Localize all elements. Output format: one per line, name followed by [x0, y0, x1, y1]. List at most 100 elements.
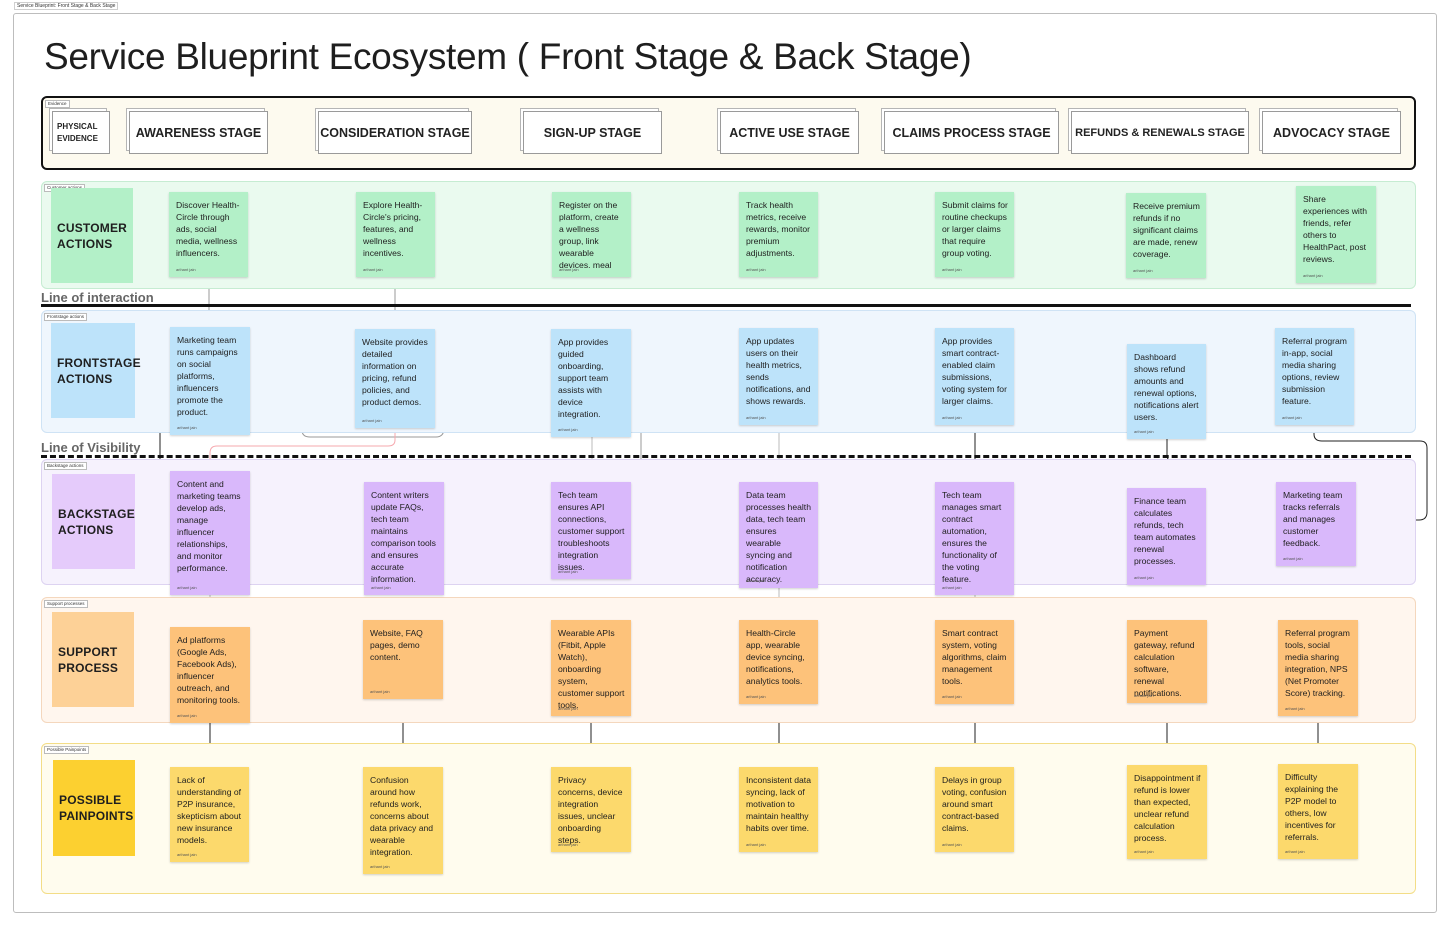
stage-card-7[interactable]: ADVOCACY STAGE	[1262, 111, 1401, 154]
page-tab[interactable]: Service Blueprint: Front Stage & Back St…	[14, 2, 119, 10]
frontstage-note-3[interactable]: App provides guided onboarding, support …	[551, 329, 631, 437]
note-author: arihant jain	[558, 427, 578, 432]
customer-note-1[interactable]: Discover Health-Circle through ads, soci…	[169, 192, 248, 277]
support-note-6[interactable]: Payment gateway, refund calculation soft…	[1127, 620, 1207, 703]
note-author: arihant jain	[1285, 706, 1305, 711]
note-text: Marketing team runs campaigns on social …	[177, 335, 238, 417]
pain-note-5[interactable]: Delays in group voting, confusion around…	[935, 767, 1014, 852]
support-note-7[interactable]: Referral program tools, social media sha…	[1278, 620, 1358, 716]
note-author: arihant jain	[746, 267, 766, 272]
line-of-interaction	[41, 304, 1411, 307]
note-author: arihant jain	[371, 585, 391, 590]
note-text: Discover Health-Circle through ads, soci…	[176, 200, 240, 258]
backstage-note-3[interactable]: Tech team ensures API connections, custo…	[551, 482, 631, 579]
support-note-1[interactable]: Ad platforms (Google Ads, Facebook Ads),…	[170, 627, 250, 723]
note-author: arihant jain	[177, 425, 197, 430]
page-title: Service Blueprint Ecosystem ( Front Stag…	[44, 36, 972, 77]
frontstage-note-7[interactable]: Referral program in-app, social media sh…	[1275, 328, 1354, 425]
connector-line	[209, 428, 396, 471]
backstage-note-5[interactable]: Tech team manages smart contract automat…	[935, 482, 1014, 595]
stage-card-1[interactable]: AWARENESS STAGE	[129, 111, 268, 154]
note-author: arihant jain	[1282, 415, 1302, 420]
note-author: arihant jain	[746, 842, 766, 847]
frontstage-note-2[interactable]: Website provides detailed information on…	[355, 329, 435, 428]
note-text: App updates users on their health metric…	[746, 336, 811, 406]
note-text: Explore Health-Circle's pricing, feature…	[363, 200, 423, 258]
line-of-visibility	[41, 455, 1411, 458]
note-text: Content writers update FAQs, tech team m…	[371, 490, 436, 584]
stage-card-4[interactable]: ACTIVE USE STAGE	[720, 111, 859, 154]
note-text: App provides guided onboarding, support …	[558, 337, 609, 419]
note-text: App provides smart contract-enabled clai…	[942, 336, 1007, 406]
note-author: arihant jain	[746, 415, 766, 420]
frontstage-note-4[interactable]: App updates users on their health metric…	[739, 328, 818, 425]
note-text: Receive premium refunds if no significan…	[1133, 201, 1200, 259]
note-author: arihant jain	[1134, 575, 1154, 580]
pain-note-6[interactable]: Disappointment if refund is lower than e…	[1127, 765, 1207, 859]
pain-note-1[interactable]: Lack of understanding of P2P insurance, …	[170, 767, 249, 862]
pain-note-3[interactable]: Privacy concerns, device integration iss…	[551, 767, 631, 852]
pain-note-4[interactable]: Inconsistent data syncing, lack of motiv…	[739, 767, 818, 852]
support-note-5[interactable]: Smart contract system, voting algorithms…	[935, 620, 1014, 704]
note-text: Data team processes health data, tech te…	[746, 490, 811, 584]
customer-actions-label: CUSTOMER ACTIONS	[51, 188, 133, 283]
frontstage-note-6[interactable]: Dashboard shows refund amounts and renew…	[1127, 344, 1206, 439]
customer-note-4[interactable]: Track health metrics, receive rewards, m…	[739, 192, 818, 277]
note-author: arihant jain	[942, 415, 962, 420]
backstage-note-6[interactable]: Finance team calculates refunds, tech te…	[1127, 488, 1206, 585]
note-text: Delays in group voting, confusion around…	[942, 775, 1007, 833]
note-text: Payment gateway, refund calculation soft…	[1134, 628, 1195, 698]
stage-card-6[interactable]: REFUNDS & RENEWALS STAGE	[1071, 111, 1249, 154]
section-tag: Possible Painpoints	[44, 746, 90, 754]
painpoints-label: POSSIBLE PAINPOINTS	[53, 760, 135, 856]
section-tag: Backstage actions	[44, 462, 87, 470]
backstage-note-4[interactable]: Data team processes health data, tech te…	[739, 482, 818, 588]
support-note-4[interactable]: Health-Circle app, wearable device synci…	[739, 620, 818, 704]
note-author: arihant jain	[177, 852, 197, 857]
backstage-note-2[interactable]: Content writers update FAQs, tech team m…	[364, 482, 444, 595]
note-text: Referral program in-app, social media sh…	[1282, 336, 1347, 406]
note-author: arihant jain	[177, 585, 197, 590]
note-text: Referral program tools, social media sha…	[1285, 628, 1350, 698]
section-tag: Frontstage actions	[44, 313, 88, 321]
note-text: Tech team ensures API connections, custo…	[558, 490, 625, 572]
frontstage-actions-label: FRONTSTAGE ACTIONS	[51, 323, 141, 418]
customer-note-7[interactable]: Share experiences with friends, refer ot…	[1296, 186, 1376, 283]
frontstage-note-1[interactable]: Marketing team runs campaigns on social …	[170, 327, 250, 435]
support-process-label: SUPPORT PROCESS	[52, 612, 134, 707]
customer-note-3[interactable]: Register on the platform, create a welln…	[552, 192, 631, 277]
customer-note-2[interactable]: Explore Health-Circle's pricing, feature…	[356, 192, 435, 277]
physical-evidence-label: PHYSICAL EVIDENCE	[52, 111, 110, 154]
note-text: Difficulty explaining the P2P model to o…	[1285, 772, 1339, 842]
note-text: Marketing team tracks referrals and mana…	[1283, 490, 1343, 548]
note-author: arihant jain	[746, 694, 766, 699]
note-text: Dashboard shows refund amounts and renew…	[1134, 352, 1199, 422]
line-of-interaction-label: Line of interaction	[41, 290, 154, 305]
note-text: Confusion around how refunds work, conce…	[370, 775, 434, 857]
frontstage-note-5[interactable]: App provides smart contract-enabled clai…	[935, 328, 1014, 425]
section-tag: Evidence	[45, 100, 70, 108]
stage-card-3[interactable]: SIGN-UP STAGE	[523, 111, 662, 154]
support-note-3[interactable]: Wearable APIs (Fitbit, Apple Watch), onb…	[551, 620, 631, 716]
note-author: arihant jain	[942, 267, 962, 272]
note-author: arihant jain	[1134, 693, 1154, 698]
stage-card-5[interactable]: CLAIMS PROCESS STAGE	[884, 111, 1059, 154]
note-text: Inconsistent data syncing, lack of motiv…	[746, 775, 811, 833]
note-text: Ad platforms (Google Ads, Facebook Ads),…	[177, 635, 241, 705]
support-note-2[interactable]: Website, FAQ pages, demo content.arihant…	[363, 620, 443, 699]
backstage-note-1[interactable]: Content and marketing teams develop ads,…	[170, 471, 250, 595]
note-author: arihant jain	[1283, 556, 1303, 561]
note-author: arihant jain	[1133, 268, 1153, 273]
note-author: arihant jain	[558, 842, 578, 847]
note-author: arihant jain	[942, 842, 962, 847]
customer-note-6[interactable]: Receive premium refunds if no significan…	[1126, 193, 1206, 278]
stage-card-2[interactable]: CONSIDERATION STAGE	[318, 111, 472, 154]
customer-note-5[interactable]: Submit claims for routine checkups or la…	[935, 192, 1014, 277]
note-author: arihant jain	[1134, 429, 1154, 434]
pain-note-2[interactable]: Confusion around how refunds work, conce…	[363, 767, 443, 874]
note-author: arihant jain	[942, 694, 962, 699]
backstage-note-7[interactable]: Marketing team tracks referrals and mana…	[1276, 482, 1356, 566]
note-author: arihant jain	[558, 569, 578, 574]
note-author: arihant jain	[176, 267, 196, 272]
pain-note-7[interactable]: Difficulty explaining the P2P model to o…	[1278, 764, 1358, 859]
